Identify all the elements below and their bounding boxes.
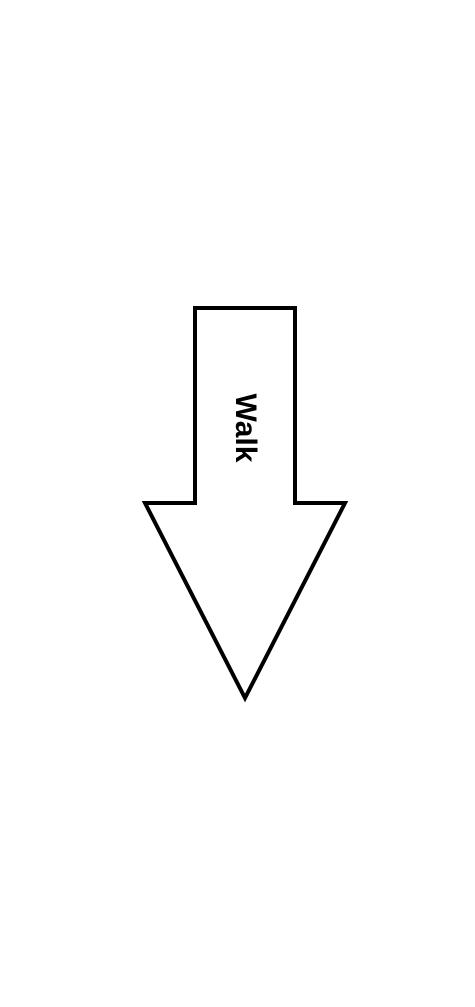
down-arrow-shape	[141, 306, 349, 703]
arrow-label: Walk	[229, 394, 262, 463]
